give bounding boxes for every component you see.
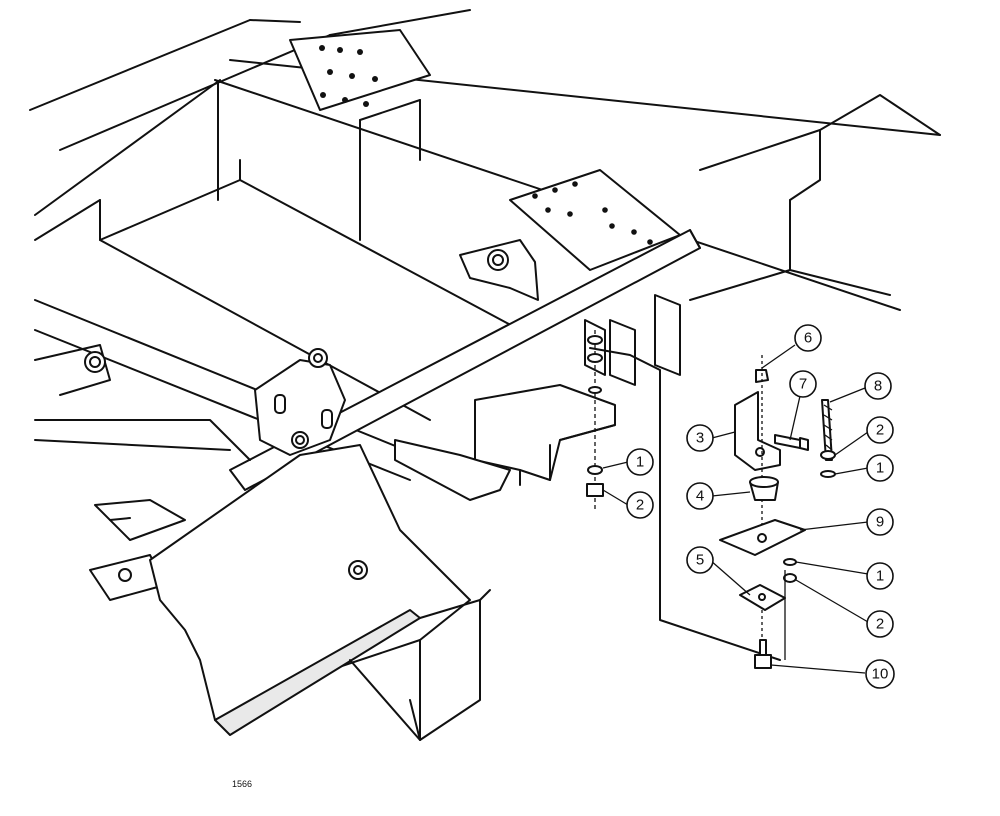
svg-text:8: 8 — [874, 378, 882, 395]
channel-bracket — [394, 294, 681, 501]
right-parts — [719, 355, 836, 669]
svg-text:1: 1 — [636, 454, 644, 471]
callout-8: 8 — [864, 372, 892, 400]
svg-text:3: 3 — [696, 430, 704, 447]
callout-1-right: 1 — [866, 454, 894, 482]
fastener-stack-left — [586, 330, 781, 661]
svg-text:9: 9 — [876, 514, 884, 531]
callout-6: 6 — [794, 324, 822, 352]
callout-9: 9 — [866, 508, 894, 536]
svg-text:2: 2 — [876, 616, 884, 633]
callout-10: 10 — [865, 659, 895, 689]
drawing-number: 1566 — [232, 779, 252, 789]
svg-text:1: 1 — [876, 568, 884, 585]
callout-2-lower: 2 — [866, 610, 894, 638]
svg-text:7: 7 — [799, 376, 807, 393]
svg-text:2: 2 — [876, 422, 884, 439]
callout-2-upper: 2 — [626, 491, 654, 519]
svg-text:5: 5 — [696, 552, 704, 569]
svg-text:2: 2 — [636, 497, 644, 514]
svg-text:6: 6 — [804, 330, 812, 347]
left-components — [34, 344, 346, 601]
callout-4: 4 — [686, 482, 714, 510]
main-bracket — [149, 444, 491, 741]
callout-2-right: 2 — [866, 416, 894, 444]
callout-1-upper: 1 — [626, 448, 654, 476]
callout-leaders — [602, 344, 869, 674]
callout-5: 5 — [686, 546, 714, 574]
svg-text:10: 10 — [872, 666, 889, 683]
svg-text:4: 4 — [696, 488, 704, 505]
svg-text:1: 1 — [876, 460, 884, 477]
cross-beam — [229, 229, 701, 491]
callout-1-lower: 1 — [866, 562, 894, 590]
callout-3: 3 — [686, 424, 714, 452]
callout-7: 7 — [789, 370, 817, 398]
